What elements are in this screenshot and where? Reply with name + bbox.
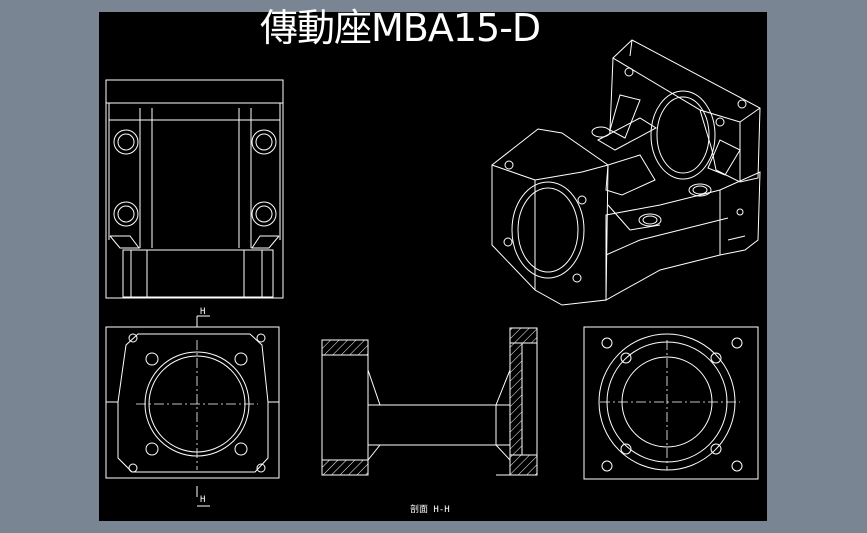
top-view-bolt-holes <box>114 130 276 226</box>
section-caption: 剖面 H-H <box>410 503 450 515</box>
section-view-hh <box>322 328 537 475</box>
front-view <box>106 316 279 506</box>
side-view-bolt-holes <box>602 338 742 471</box>
side-view <box>584 327 758 479</box>
drawing-sheet[interactable] <box>99 12 767 521</box>
front-view-bolt-holes <box>129 334 265 472</box>
isometric-view <box>492 40 760 305</box>
section-mark-top: H <box>200 307 205 317</box>
top-view <box>106 80 283 298</box>
drawing-title: 傳動座MBA15-D <box>260 6 541 50</box>
section-mark-bottom: H <box>200 495 205 505</box>
